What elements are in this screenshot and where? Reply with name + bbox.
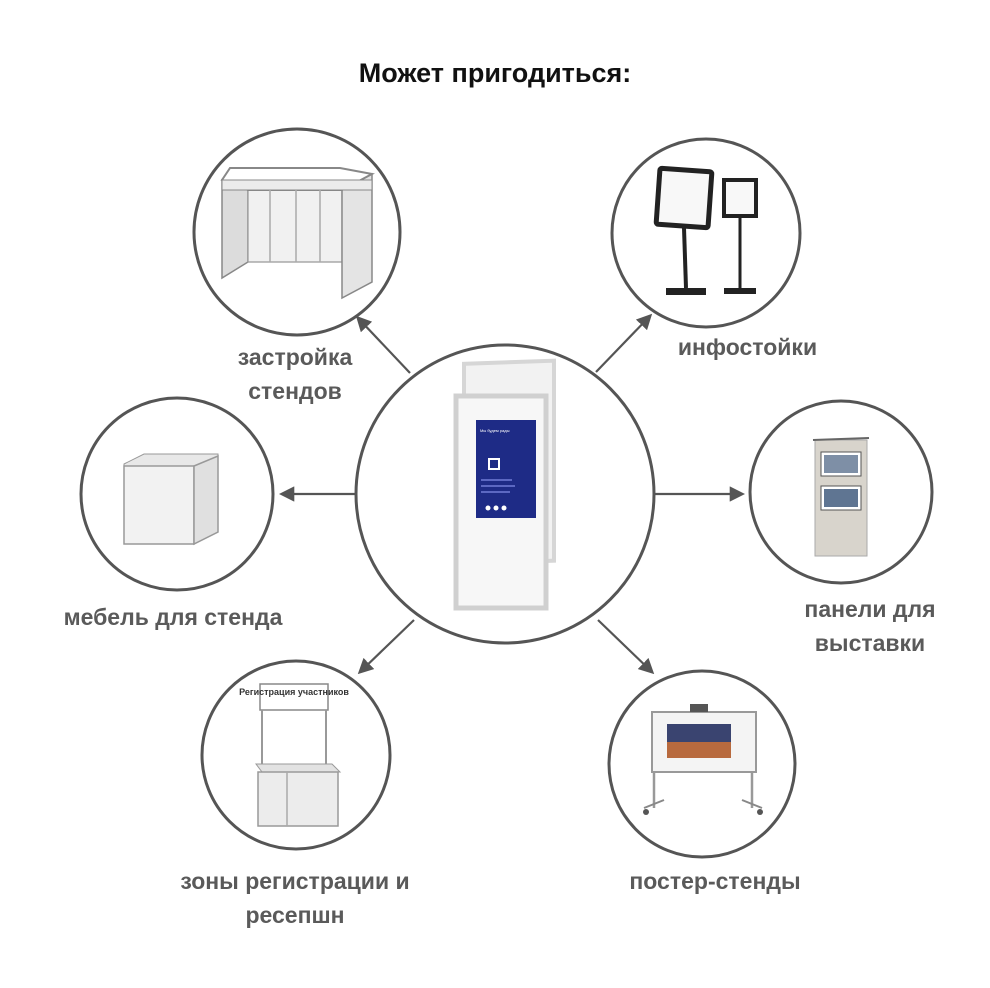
label-booth-line2: стендов xyxy=(248,378,342,404)
connector-arrows xyxy=(278,313,746,675)
reception-sign-text: Регистрация участников xyxy=(239,687,349,697)
circle-booth xyxy=(192,127,402,337)
circle-infostand xyxy=(610,137,802,329)
circle-posterstand xyxy=(607,669,797,859)
arrow-to-posterstand xyxy=(597,619,655,675)
frame-hanging-image: Мы будем рады xyxy=(453,358,556,611)
label-panels: панели для выставки xyxy=(780,592,960,660)
infostand-image xyxy=(653,165,758,295)
label-booth-line1: застройка xyxy=(237,344,353,370)
label-reception-line1: зоны регистрации и xyxy=(180,868,410,894)
label-infostand: инфостойки xyxy=(655,330,840,364)
label-panels-line1: панели для xyxy=(804,596,936,622)
panel-image xyxy=(812,437,870,557)
poster-heading-text: Мы будем рады xyxy=(480,428,510,433)
circle-reception: Регистрация участников xyxy=(200,659,392,851)
label-reception: зоны регистрации и ресепшн xyxy=(150,864,440,932)
label-infostand-line1: инфостойки xyxy=(677,334,818,360)
arrow-to-booth xyxy=(355,315,411,374)
label-reception-line2: ресепшн xyxy=(245,902,345,928)
label-furniture-line1: мебель для стенда xyxy=(63,604,283,630)
arrow-to-infostand xyxy=(595,313,653,373)
booth-image xyxy=(220,167,375,300)
page-title: Может пригодиться: xyxy=(358,58,632,88)
reception-image: Регистрация участников xyxy=(239,683,349,827)
label-posterstand-line1: постер-стенды xyxy=(629,868,801,894)
center-circle: Мы будем рады xyxy=(354,343,656,645)
arrow-to-reception xyxy=(357,619,415,675)
counter-image xyxy=(123,453,219,546)
label-panels-line2: выставки xyxy=(814,630,926,656)
label-posterstand: постер-стенды xyxy=(600,864,830,898)
circle-furniture xyxy=(79,396,275,592)
circle-panels xyxy=(748,399,934,585)
posterstand-image xyxy=(643,704,763,815)
label-furniture: мебель для стенда xyxy=(38,600,308,634)
label-booth: застройка стендов xyxy=(210,340,380,408)
